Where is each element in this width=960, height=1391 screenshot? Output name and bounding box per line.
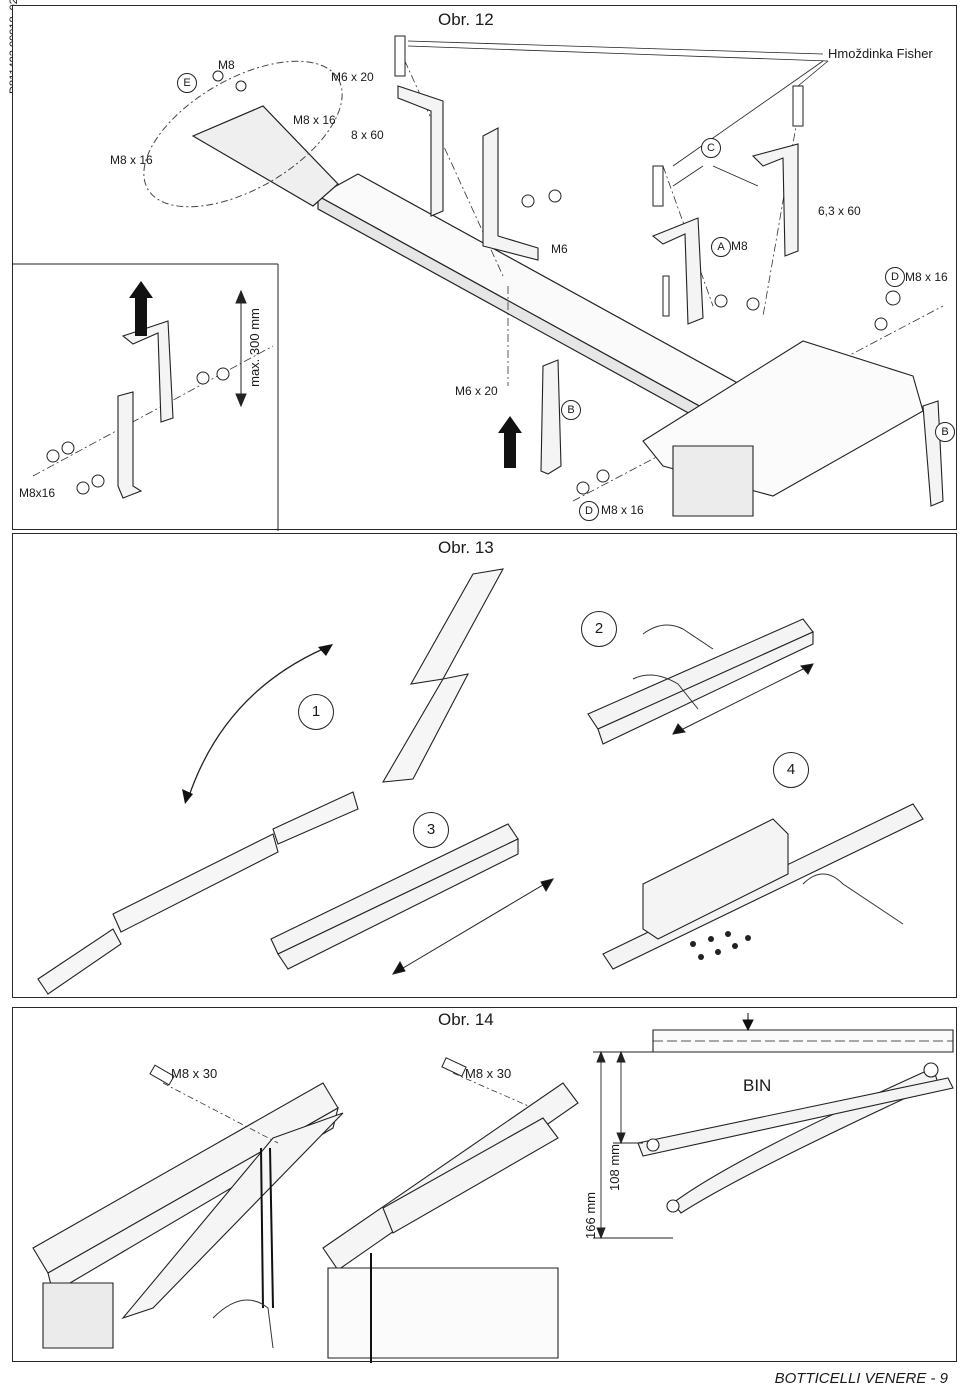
label-d-m8x16-right: M8 x 16: [905, 270, 948, 284]
step-4-rail: [603, 804, 923, 969]
figure-13-title: Obr. 13: [438, 538, 494, 557]
page-footer: BOTTICELLI VENERE - 9: [775, 1370, 948, 1387]
marker-e: E: [177, 73, 197, 93]
label-bin: BIN: [743, 1076, 772, 1095]
step-3-rail: [271, 824, 518, 969]
dimension-lines: [593, 1052, 673, 1238]
step-1-marker: 1: [298, 694, 334, 730]
marker-b-right: B: [935, 422, 955, 442]
rail-assembly: [193, 106, 743, 421]
middle-arm-assembly: [323, 1083, 578, 1358]
label-m6: M6: [551, 242, 568, 256]
label-m8x16-a: M8 x 16: [293, 113, 336, 127]
up-arrow-mid: [498, 416, 522, 468]
bin-arrow: [743, 1013, 753, 1030]
left-arm-assembly: [33, 1083, 343, 1348]
bin-section: [638, 1030, 953, 1213]
label-m8x16-b: M8 x 16: [110, 153, 153, 167]
label-m8x16-left: M8x16: [19, 486, 56, 500]
marker-d-bottom: D: [579, 501, 599, 521]
step-3-marker: 3: [413, 812, 449, 848]
bracket-4: [753, 144, 798, 256]
bracket-3: [653, 218, 703, 324]
label-m6x20-top: M6 x 20: [331, 70, 374, 84]
figure-14-title: Obr. 14: [438, 1010, 494, 1029]
label-m6x20-mid: M6 x 20: [455, 384, 498, 398]
marker-b-left: B: [561, 400, 581, 420]
label-m8x30-b: M8 x 30: [465, 1066, 512, 1081]
page-number: 9: [939, 1370, 948, 1387]
bracket-2: [483, 128, 538, 260]
step-2-rail: [588, 619, 813, 744]
marker-a: A: [711, 237, 731, 257]
bracket-1: [398, 86, 443, 216]
figure-12-title: Obr. 12: [438, 10, 494, 29]
screws-group: [690, 931, 751, 960]
step-1-rail-flat: [38, 792, 358, 994]
bracket-b-mid: [541, 360, 561, 474]
label-d-m8x16-bottom: M8 x 16: [601, 503, 644, 517]
figure-14-panel: Obr. 14 M8 x 30 M8 x 30 BIN 166 mm 108 m…: [12, 1007, 957, 1362]
label-m8x30-a: M8 x 30: [171, 1066, 218, 1081]
hands: [633, 625, 903, 924]
hand: [213, 1300, 273, 1348]
bracket-left: [118, 321, 173, 498]
figure-12-drawing: [13, 6, 958, 531]
figure-14-drawing: [13, 1008, 958, 1363]
step-2-marker: 2: [581, 611, 617, 647]
label-166mm: 166 mm: [582, 1192, 598, 1239]
label-6-3x60: 6,3 x 60: [818, 204, 861, 218]
marker-d-right: D: [885, 267, 905, 287]
step-1-rail-upright: [383, 569, 503, 782]
label-hmozdinka-fisher: Hmoždinka Fisher: [828, 46, 933, 61]
figure-12-panel: Obr. 12 Hmoždinka Fisher E M8 M6 x 20 M8…: [12, 5, 957, 530]
footer-separator: -: [926, 1370, 940, 1387]
marker-c: C: [701, 138, 721, 158]
motor-plate: [643, 341, 923, 516]
footer-brand: BOTTICELLI VENERE: [774, 1370, 927, 1387]
label-108mm: 108 mm: [606, 1144, 622, 1191]
label-m8-top: M8: [218, 58, 235, 72]
figure-13-drawing: [13, 534, 958, 999]
label-a-m8: M8: [731, 239, 748, 253]
bracket-b-right: [923, 401, 943, 506]
figure-13-panel: Obr. 13 1 2 3 4: [12, 533, 957, 998]
step-4-marker: 4: [773, 752, 809, 788]
up-arrow-left: [129, 281, 153, 336]
label-8x60: 8 x 60: [351, 128, 384, 142]
label-max-300mm: max. 300 mm: [246, 308, 262, 387]
